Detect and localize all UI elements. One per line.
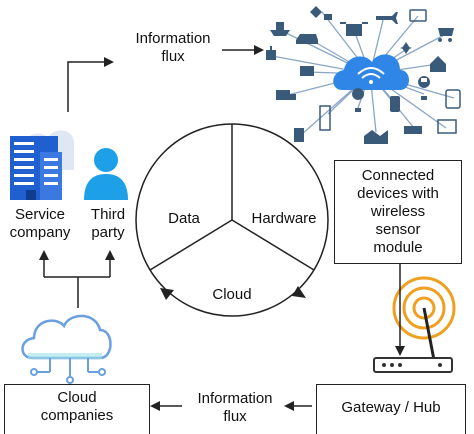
- robot-icon: [266, 46, 276, 60]
- tablet-icon: [445, 89, 461, 109]
- information-flux-bottom-line1: Information: [197, 390, 273, 407]
- information-flux-bottom-label: Information flux: [180, 390, 290, 426]
- cloud-companies-line1: Cloud: [57, 389, 97, 406]
- car-icon: [296, 34, 318, 44]
- third-party-label: Third party: [78, 206, 138, 242]
- battery-icon: [319, 105, 331, 131]
- cycle-diagram: [135, 123, 329, 317]
- connected-devices-box: Connected devices with wireless sensor m…: [334, 160, 462, 264]
- information-flux-bottom-line2: flux: [223, 408, 247, 425]
- connected-devices-line4: sensor: [375, 221, 421, 238]
- truck-icon: [276, 90, 296, 100]
- service-company-label: Service company: [0, 206, 80, 242]
- drone-icon: [340, 22, 368, 36]
- airplane-icon: [376, 12, 398, 24]
- phone-icon: [390, 96, 400, 112]
- service-company-line1: Service: [14, 206, 66, 223]
- connected-devices-line2: devices with: [357, 185, 439, 202]
- information-flux-top-label: Information flux: [118, 30, 228, 66]
- cloud-companies-box: Cloud companies: [4, 384, 150, 434]
- ship-icon: [270, 22, 290, 36]
- satellite-icon: [310, 6, 332, 20]
- cycle-cloud-label: Cloud: [212, 286, 252, 303]
- wireless-router-icon: [373, 276, 456, 373]
- cloud-network-icon: [21, 314, 112, 384]
- monitor-icon: [437, 119, 457, 134]
- cloud-companies-line2: companies: [40, 407, 114, 424]
- cycle-data-label: Data: [168, 210, 200, 227]
- house-icon: [430, 56, 446, 72]
- third-party-line1: Third: [90, 206, 126, 223]
- gateway-hub-label: Gateway / Hub: [341, 399, 441, 416]
- shopping-cart-icon: [438, 28, 454, 42]
- fan-icon: [400, 42, 412, 54]
- information-flux-top-line1: Information: [135, 30, 211, 47]
- card-icon: [409, 9, 427, 22]
- bulb-icon: [352, 88, 365, 112]
- fuel-pump-icon: [294, 128, 304, 142]
- gateway-hub-box: Gateway / Hub: [316, 384, 466, 434]
- watch-icon: [418, 76, 431, 100]
- connected-devices-line1: Connected: [361, 167, 435, 184]
- building-icon: [10, 130, 75, 200]
- cycle-hardware-label: Hardware: [251, 210, 317, 227]
- information-flux-top-line2: flux: [161, 48, 185, 65]
- wifi-cloud-icon: [333, 54, 409, 90]
- printer-icon: [300, 66, 314, 76]
- connected-devices-line3: wireless: [370, 203, 426, 220]
- router-icon: [404, 126, 422, 134]
- iot-network: [266, 6, 461, 144]
- flow-arrow-to-iot: [67, 57, 114, 112]
- service-company-line2: company: [9, 224, 71, 241]
- factory-icon: [364, 130, 388, 144]
- third-party-line2: party: [91, 224, 125, 241]
- connected-devices-line5: module: [373, 239, 423, 256]
- person-icon: [84, 148, 128, 200]
